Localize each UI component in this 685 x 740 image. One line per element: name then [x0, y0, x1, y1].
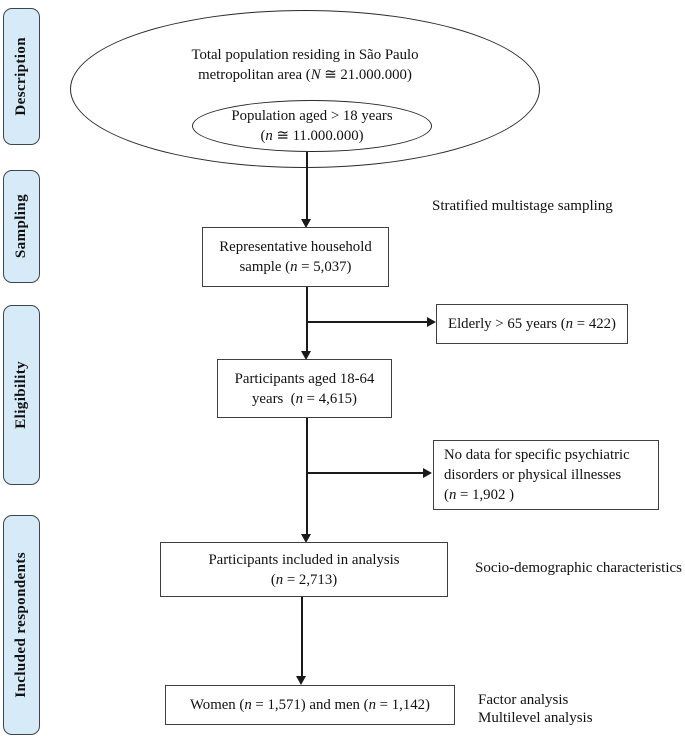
arrowhead-down-4 [296, 676, 306, 685]
box-included-analysis: Participants included in analysis (n = 2… [160, 542, 448, 597]
arrow-ellipse-to-household [306, 152, 308, 219]
box-aged-18-64: Participants aged 18-64 years (n = 4,615… [217, 359, 392, 418]
branch-to-elderly [307, 321, 428, 323]
sidebar-item-included-respondents: Included respondents [3, 515, 40, 735]
box-household-sample: Representative household sample (n = 5,0… [202, 227, 389, 287]
arrowhead-down-3 [301, 534, 311, 543]
box-included-analysis-line1: Participants included in analysis [208, 551, 400, 568]
arrow-included-to-women-men [301, 597, 303, 676]
total-population-line2: metropolitan area (N ≅ 21.000.000) [198, 67, 412, 83]
branch-to-nodata [307, 472, 424, 474]
box-elderly-excluded-line1: Elderly > 65 years (n = 422) [448, 316, 616, 332]
adult-population-ellipse: Population aged > 18 years (n ≅ 11.000.0… [192, 100, 432, 152]
total-population-line1: Total population residing in São Paulo [191, 47, 419, 63]
box-women-men: Women (n = 1,571) and men (n = 1,142) [165, 685, 455, 725]
annotation-multilevel-analysis: Multilevel analysis [478, 710, 593, 726]
box-no-data-excluded-line3: (n = 1,902 ) [444, 487, 515, 503]
arrow-household-to-aged [306, 287, 308, 351]
adult-population-line1: Population aged > 18 years [231, 108, 393, 124]
annotation-factor-analysis: Factor analysis [478, 692, 569, 708]
arrowhead-down-2 [301, 351, 311, 360]
box-household-sample-line2: sample (n = 5,037) [239, 259, 352, 275]
sidebar-item-included-respondents-label: Included respondents [13, 552, 29, 698]
arrowhead-down-1 [301, 219, 311, 228]
annotation-socio-demographic: Socio-demographic characteristics [475, 560, 682, 576]
box-no-data-excluded-line2: disorders or physical illnesses [444, 467, 622, 483]
arrow-aged-to-included [306, 418, 308, 534]
box-household-sample-line1: Representative household [219, 239, 372, 255]
arrowhead-right-2 [423, 467, 432, 478]
arrowhead-right-1 [427, 316, 436, 327]
box-aged-18-64-line2: years (n = 4,615) [252, 390, 357, 407]
sidebar-item-eligibility-label: Eligibility [13, 361, 29, 429]
box-no-data-excluded-line1: No data for specific psychiatric [444, 447, 630, 463]
sidebar-item-description-label: Description [13, 37, 29, 116]
annotation-stratified-sampling: Stratified multistage sampling [432, 198, 613, 214]
box-women-men-line1: Women (n = 1,571) and men (n = 1,142) [190, 697, 430, 713]
box-no-data-excluded: No data for specific psychiatric disorde… [433, 440, 659, 510]
sidebar-item-eligibility: Eligibility [3, 305, 40, 485]
box-aged-18-64-line1: Participants aged 18-64 [234, 370, 375, 387]
sidebar-item-sampling: Sampling [3, 170, 40, 283]
box-included-analysis-line2: (n = 2,713) [270, 571, 338, 588]
total-population-text: Total population residing in São Paulo m… [71, 45, 539, 85]
sidebar-item-sampling-label: Sampling [13, 194, 29, 259]
sidebar-item-description: Description [3, 8, 40, 145]
box-elderly-excluded: Elderly > 65 years (n = 422) [436, 304, 628, 344]
adult-population-line2: (n ≅ 11.000.000) [260, 128, 364, 144]
total-population-ellipse: Total population residing in São Paulo m… [70, 10, 540, 168]
